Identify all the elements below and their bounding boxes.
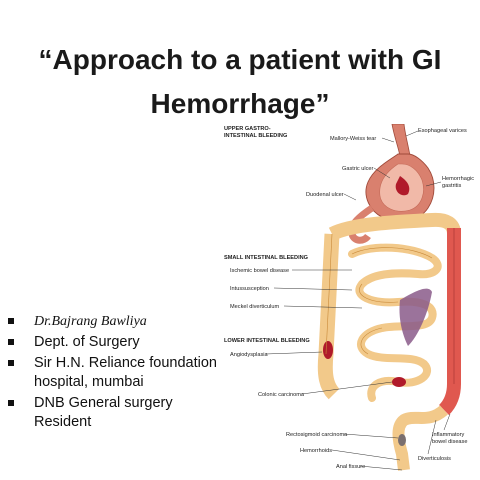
label-duodenal-ulcer: Duodenal ulcer [306, 192, 344, 198]
label-rectosigmoid: Rectosigmoid carcinoma [286, 432, 348, 438]
label-colonic-carcinoma: Colonic carcinoma [258, 392, 305, 398]
list-item: Sir H.N. Reliance foundation hospital, m… [6, 354, 226, 392]
slide-title: “Approach to a patient with GI Hemorrhag… [0, 38, 480, 126]
slide-title-line-1: “Approach to a patient with GI [38, 44, 442, 75]
presenter-info-list: Dr.Bajrang Bawliya Dept. of Surgery Sir … [6, 312, 226, 434]
square-bullet-icon [8, 318, 14, 324]
label-upper-gi-2: INTESTINAL BLEEDING [224, 133, 287, 139]
rectosigmoid-spot [398, 434, 406, 446]
label-intussusception: Intussusception [230, 286, 269, 292]
label-small-intestinal: SMALL INTESTINAL BLEEDING [224, 255, 308, 261]
label-ibd-1: Inflammatory [432, 432, 465, 438]
list-item: Dr.Bajrang Bawliya [6, 312, 226, 331]
carcinoma-spot [392, 377, 406, 387]
gastric-bleed [395, 176, 410, 196]
gi-tract-illustration: UPPER GASTRO- INTESTINAL BLEEDING Mallor… [224, 124, 474, 471]
descending-colon-bleeding [438, 228, 461, 415]
label-mallory-weiss: Mallory-Weiss tear [330, 136, 376, 142]
label-lower-intestinal: LOWER INTESTINAL BLEEDING [224, 338, 310, 344]
label-meckel: Meckel diverticulum [230, 304, 279, 310]
ascending-colon [317, 233, 340, 400]
small-intestine [348, 243, 442, 402]
ischemic-segment [399, 288, 432, 346]
esophagus [391, 124, 411, 157]
label-diverticulosis: Diverticulosis [418, 456, 451, 462]
square-bullet-icon [8, 400, 14, 406]
list-item: Dept. of Surgery [6, 333, 226, 352]
sigmoid-rectum [392, 405, 448, 471]
square-bullet-icon [8, 360, 14, 366]
label-esophageal-varices: Esophageal varices [418, 128, 467, 134]
label-anal-fissure: Anal fissure [336, 464, 365, 470]
slide-title-line-2: Hemorrhage” [150, 88, 330, 119]
label-hemorrhoids: Hemorrhoids [300, 448, 332, 454]
label-ibd-2: bowel disease [432, 439, 467, 445]
square-bullet-icon [8, 339, 14, 345]
label-ischemic-bowel: Ischemic bowel disease [230, 268, 289, 274]
label-angiodysplasia: Angiodysplasia [230, 352, 269, 358]
label-gastric-ulcer: Gastric ulcer [342, 166, 374, 172]
angiodysplasia-spot [323, 341, 333, 359]
label-upper-gi-1: UPPER GASTRO- [224, 126, 271, 132]
transverse-colon [328, 212, 461, 241]
label-hemorrhagic-gastritis-1: Hemorrhagic [442, 176, 474, 182]
label-hemorrhagic-gastritis-2: gastritis [442, 183, 461, 189]
list-item: DNB General surgery Resident [6, 394, 226, 432]
